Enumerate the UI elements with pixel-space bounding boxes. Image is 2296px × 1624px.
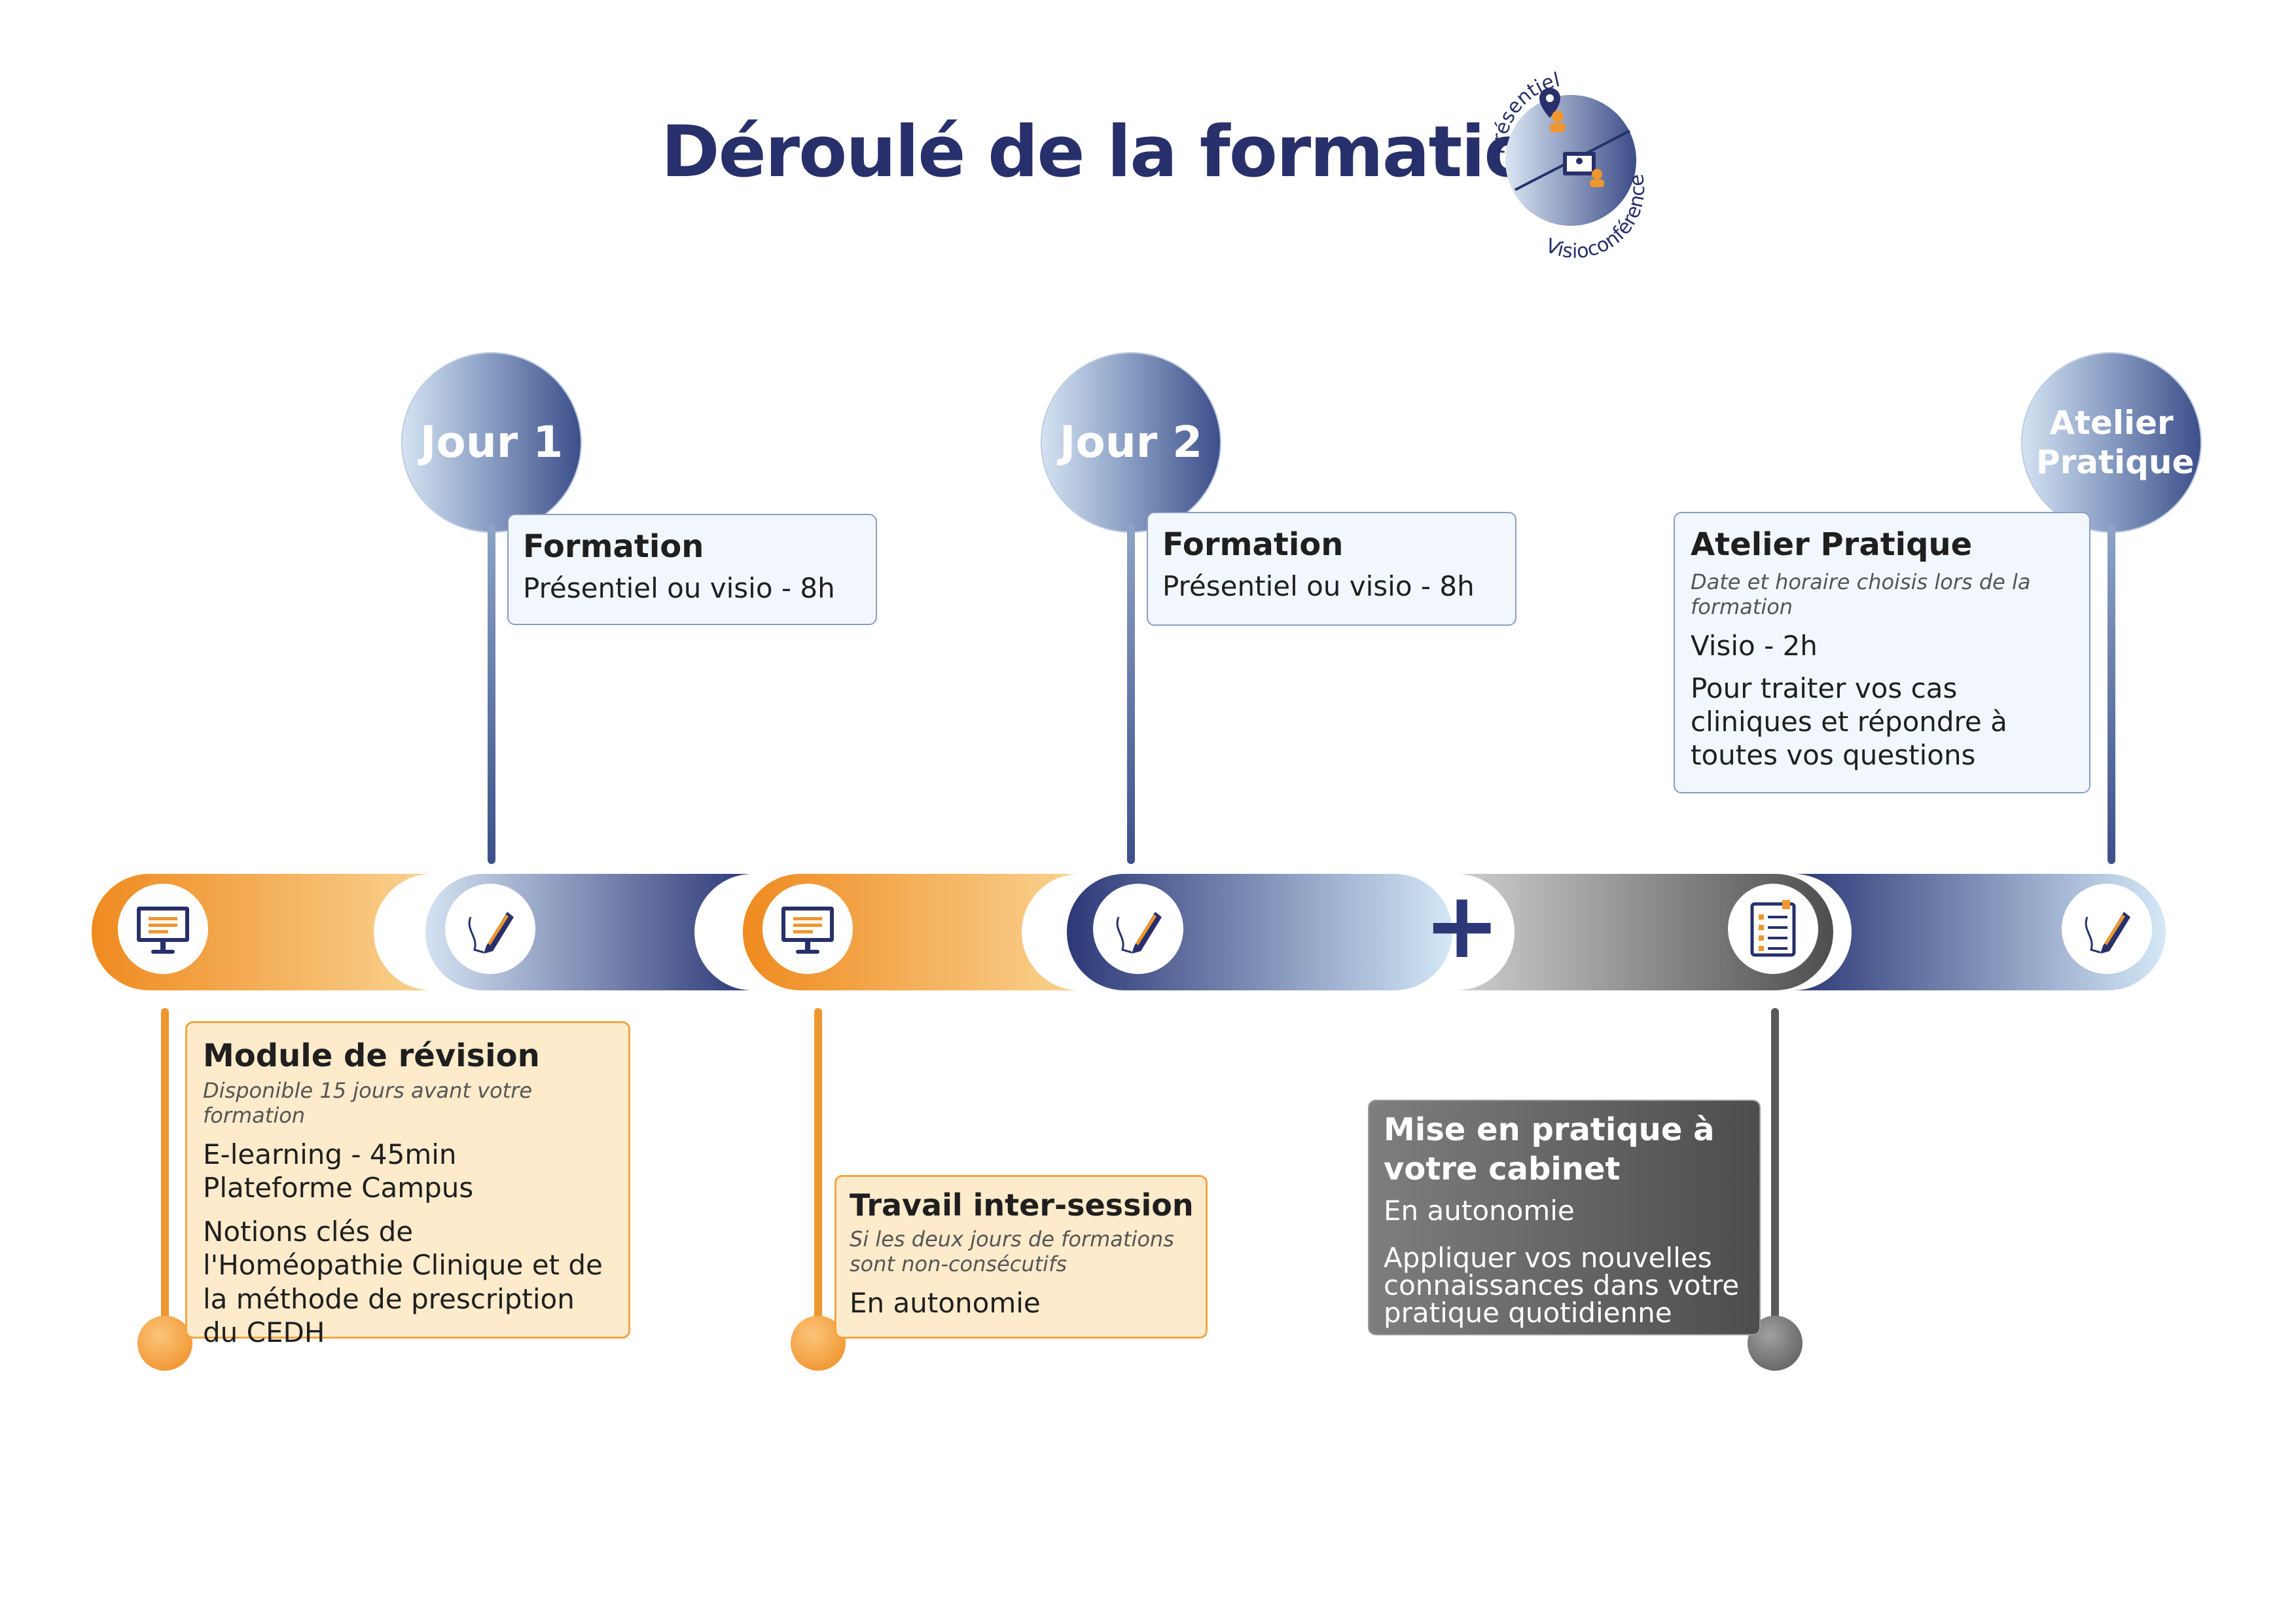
formation-1-line: Présentiel ou visio - 8h <box>523 572 835 604</box>
formation-2-title: Formation <box>1162 526 1344 563</box>
atelier-card-desc: Pour traiter vos cas cliniques et répond… <box>1691 672 2007 772</box>
formation-1-card: Formation Présentiel ou visio - 8h <box>507 514 877 625</box>
day-2-stem <box>1127 524 1135 864</box>
day-1-label: Jour 1 <box>420 417 564 467</box>
pratique-stem <box>1771 1008 1779 1322</box>
revision-card-line1: E-learning - 45min <box>203 1138 457 1170</box>
intersession-card-line: En autonomie <box>850 1286 1041 1319</box>
revision-card-note: Disponible 15 jours avant votre formatio… <box>203 1078 533 1128</box>
location-pin-icon <box>1539 88 1566 132</box>
atelier-card-note: Date et horaire choisis lors de la forma… <box>1691 569 2031 620</box>
monitor-icon <box>781 907 834 954</box>
atelier-circle: Atelier Pratique <box>2022 353 2200 532</box>
pratique-card-line: En autonomie <box>1384 1195 1575 1227</box>
day-2-label: Jour 2 <box>1059 417 1203 467</box>
revision-dot <box>137 1316 192 1371</box>
formation-2-card: Formation Présentiel ou visio - 8h <box>1147 512 1516 626</box>
pen-icon <box>1116 912 1162 954</box>
timeline-icon-1 <box>118 884 208 974</box>
atelier-label: Atelier Pratique <box>2036 404 2195 481</box>
pratique-card: Mise en pratique à votre cabinet En auto… <box>1368 1100 1761 1335</box>
intersession-stem <box>814 1008 822 1322</box>
day-2-circle: Jour 2 <box>1042 353 1220 532</box>
atelier-card: Atelier Pratique Date et horaire choisis… <box>1674 512 2090 793</box>
intersession-card-note: Si les deux jours de formations sont non… <box>850 1227 1174 1277</box>
monitor-icon <box>137 907 189 954</box>
formation-2-line: Présentiel ou visio - 8h <box>1162 570 1475 602</box>
video-call-icon <box>1563 152 1604 187</box>
atelier-card-title: Atelier Pratique <box>1691 526 1973 563</box>
plus-sign: + <box>1424 873 1501 979</box>
revision-card-desc: Notions clés de l'Homéopathie Clinique e… <box>203 1216 603 1348</box>
checklist-icon <box>1750 900 1796 957</box>
pratique-card-desc: Appliquer vos nouvelles connaissances da… <box>1384 1242 1740 1329</box>
pen-icon <box>2085 912 2130 954</box>
timeline-icon-5 <box>1728 884 1818 974</box>
day-1-stem <box>488 524 495 864</box>
timeline-icon-2 <box>445 884 535 974</box>
pratique-card-title: Mise en pratique à votre cabinet <box>1384 1111 1715 1187</box>
atelier-stem <box>2108 524 2115 864</box>
revision-stem <box>161 1008 169 1322</box>
revision-card-title: Module de révision <box>203 1038 540 1074</box>
atelier-card-line: Visio - 2h <box>1691 629 1818 662</box>
revision-card-line2: Plateforme Campus <box>203 1172 474 1204</box>
page-title: Déroulé de la formation <box>661 111 1581 193</box>
mode-badge: Présentiel Visioconférence <box>1487 69 1650 262</box>
timeline-icon-4 <box>1093 884 1183 974</box>
intersession-card: Travail inter-session Si les deux jours … <box>834 1175 1208 1339</box>
intersession-card-title: Travail inter-session <box>850 1187 1194 1223</box>
pen-icon <box>468 912 514 954</box>
revision-card: Module de révision Disponible 15 jours a… <box>185 1021 630 1348</box>
day-1-circle: Jour 1 <box>403 353 581 532</box>
timeline-icon-6 <box>2062 884 2152 974</box>
timeline-icon-3 <box>762 884 853 974</box>
formation-1-title: Formation <box>523 528 704 565</box>
